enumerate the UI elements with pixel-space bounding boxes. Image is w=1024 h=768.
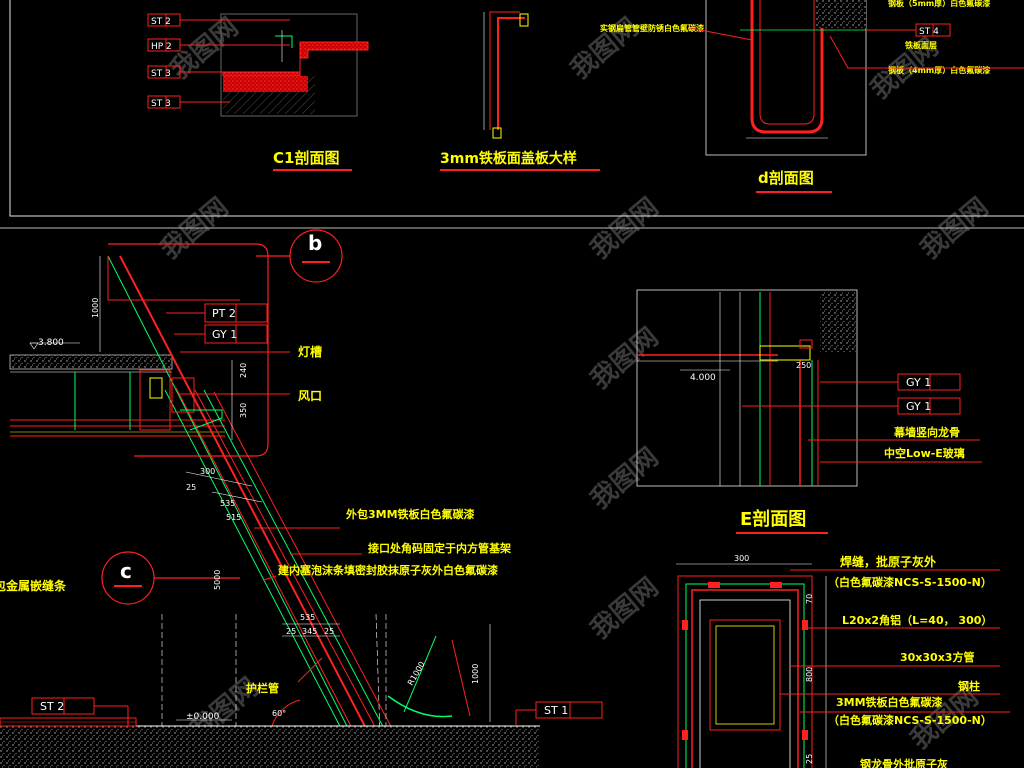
d-title: d剖面图 [758, 169, 814, 187]
detail-line-5: 钢柱 [958, 679, 980, 693]
e-title: E剖面图 [740, 508, 806, 530]
label-outer-wrap: 外包3MM铁板白色氟碳漆 [345, 507, 475, 521]
detail-line-4: 30x30x3方管 [900, 650, 974, 664]
dim-535: 535 [220, 499, 235, 508]
watermark: 我图网 [585, 322, 664, 395]
label-fill-note: 建内塞泡沫条填密封胶抹原子灰外白色氟碳漆 [278, 563, 498, 577]
dim-350: 350 [239, 403, 248, 418]
e-level: 4.000 [690, 373, 716, 383]
c1-tag-2-text: HP 2 [151, 42, 172, 52]
c1-tag-2: HP 2 [147, 38, 290, 52]
dim-300: 300 [200, 467, 215, 476]
e-label-1: 幕墙竖向龙骨 [893, 425, 960, 439]
detail-dim-side-1: 70 [805, 594, 814, 604]
e-tag-1-text: GY 1 [906, 376, 931, 389]
tag-st-2-bottom-text: ST 2 [40, 700, 64, 713]
callout-b-label: b [308, 231, 322, 255]
callout-c-label: c [120, 559, 132, 583]
tag-st-1-bottom: ST 1 [515, 701, 603, 726]
tag-gy-1: GY 1 [174, 324, 268, 344]
main-sheet-frame [0, 227, 1024, 229]
e-dim-250: 250 [796, 361, 811, 370]
label-air-vent: 风口 [298, 389, 322, 403]
inclined-structure [107, 255, 491, 737]
callout-b: b [108, 229, 343, 457]
level-0: ±0.000 [186, 712, 220, 722]
ground-slab: ±0.000 [0, 712, 540, 768]
dim-515: 515 [226, 513, 241, 522]
watermark-layer: 我图网 我图网 我图网 我图网 我图网 我图网 我图网 我图网 我图网 我图网 … [155, 12, 994, 755]
d-note-right-1: 钢板（5mm厚）白色氟碳漆 [888, 0, 990, 8]
d-tag-text: ST 4 [919, 27, 939, 37]
c1-tag-1: ST 2 [147, 13, 290, 27]
dim-1000-right: 1000 [471, 664, 480, 684]
d-note-right-3: 钢板（4mm厚）白色氟碳漆 [888, 65, 990, 75]
detail-dim-side-2: 800 [805, 667, 814, 682]
c1-tag-3-text: ST 3 [151, 69, 171, 79]
tag-st-1-bottom-text: ST 1 [544, 704, 568, 717]
dim-angle: 60° [272, 709, 286, 718]
d-note-left: 实钢扁管管壁防锈白色氟碳漆 [600, 23, 704, 33]
c1-tag-4-text: ST 3 [151, 99, 171, 109]
detail-dim-top: 300 [734, 554, 749, 563]
label-guard-pipe: 护栏管 [246, 681, 279, 695]
tag-gy-1-text: GY 1 [212, 328, 237, 341]
cover-plate-detail: 3mm铁板面盖板大样 [440, 11, 600, 171]
d-section: 实钢扁管管壁防锈白色氟碳漆 钢板（5mm厚）白色氟碳漆 ST 4 铁板面层 钢板… [600, 0, 1024, 193]
dim-25: 25 [186, 483, 196, 492]
detail-line-3: L20x2角铝（L=40， 300） [842, 613, 992, 627]
c1-tag-4: ST 3 [147, 95, 230, 109]
floor-slab: 3.800 [9, 338, 225, 437]
watermark: 我图网 [915, 192, 994, 265]
detail-line-2: （白色氟碳漆NCS-S-1500-N） [828, 575, 992, 589]
d-tag: ST 4 [866, 23, 951, 37]
label-metal-strip: 包金属嵌缝条 [0, 578, 67, 593]
dim-1000-top: 1000 [91, 298, 100, 318]
c1-section: ST 2 HP 2 ST 3 ST 3 C1剖面图 [147, 13, 369, 171]
right-detail: 300 70 800 25 焊缝，批原子灰外 （白色氟碳漆NCS-S-1500-… [676, 554, 1010, 768]
e-tag-2-text: GY 1 [906, 400, 931, 413]
watermark: 我图网 [585, 572, 664, 645]
e-label-2: 中空Low-E玻璃 [884, 446, 965, 460]
detail-line-6: 3MM铁板白色氟碳漆 [836, 695, 943, 709]
watermark: 我图网 [585, 442, 664, 515]
watermark: 我图网 [155, 192, 234, 265]
dim-345: 345 [302, 627, 317, 636]
dim-25-c: 25 [324, 627, 334, 636]
label-light-slot: 灯槽 [298, 344, 322, 359]
c1-tag-1-text: ST 2 [151, 17, 171, 27]
top-sheet-frame [9, 0, 1024, 217]
detail-line-1: 焊缝，批原子灰外 [840, 554, 936, 569]
dim-25-b: 25 [286, 627, 296, 636]
c1-tag-3: ST 3 [147, 65, 300, 79]
e-tag-1: GY 1 [820, 373, 961, 391]
dim-535-bottom: 535 [300, 613, 315, 622]
watermark: 我图网 [585, 192, 664, 265]
cover-plate-title: 3mm铁板面盖板大样 [440, 150, 577, 167]
c1-title: C1剖面图 [273, 149, 339, 167]
dim-5000: 5000 [213, 570, 222, 590]
callout-c: c 包金属嵌缝条 [0, 551, 240, 605]
detail-line-7: （白色氟碳漆NCS-S-1500-N） [828, 713, 992, 727]
tag-pt-2-text: PT 2 [212, 307, 236, 320]
dim-240: 240 [239, 363, 248, 378]
e-section: 4.000 250 GY 1 GY 1 幕墙竖向龙骨 中空Low-E玻璃 E剖面… [636, 289, 982, 534]
label-joint-note: 接口处角码固定于内方管基架 [368, 541, 511, 555]
detail-dim-side-3: 25 [805, 754, 814, 764]
tag-st-2-bottom: ST 2 [31, 697, 129, 726]
e-tag-2: GY 1 [742, 397, 961, 415]
d-note-right-2: 铁板面层 [905, 40, 937, 50]
tag-pt-2: PT 2 [166, 303, 268, 323]
detail-line-8: 钢龙骨外批原子灰 [860, 757, 948, 768]
main-dimensions: 1000 350 240 5000 300 25 535 515 535 25 … [91, 256, 480, 718]
